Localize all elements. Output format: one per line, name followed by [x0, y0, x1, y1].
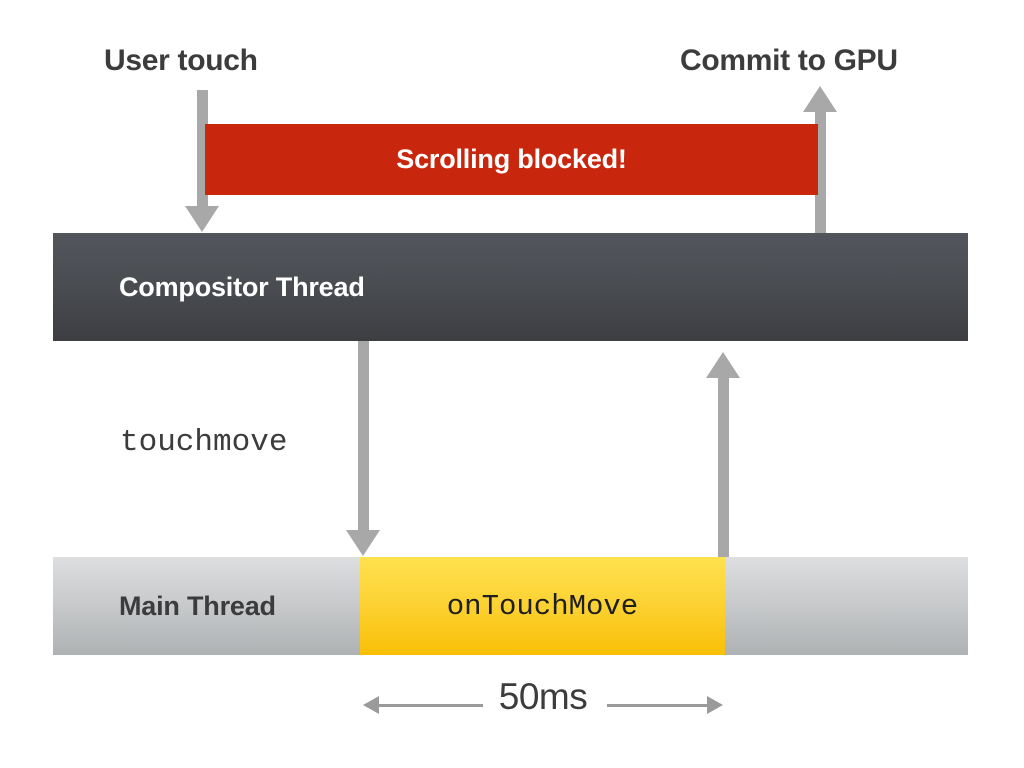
duration-label-wrapper: 50ms [363, 676, 723, 718]
dimension-line-left [377, 704, 483, 707]
user-touch-arrow-shaft [197, 90, 208, 208]
dimension-line-right [607, 704, 709, 707]
arrow-right-icon [707, 696, 723, 714]
ontouchmove-handler-block: onTouchMove [360, 557, 725, 655]
compositor-thread-lane: Compositor Thread [53, 233, 968, 341]
main-thread-lane: Main Thread onTouchMove [53, 557, 968, 655]
scrolling-blocked-bar: Scrolling blocked! [205, 124, 818, 195]
user-touch-label: User touch [104, 44, 258, 77]
duration-label: 50ms [484, 676, 602, 717]
ontouchmove-label: onTouchMove [446, 589, 639, 623]
arrow-down-icon [346, 530, 380, 556]
arrow-up-icon [706, 352, 740, 378]
touchmove-caption: touchmove [120, 425, 288, 460]
arrow-down-icon [185, 206, 219, 232]
duration-dimension: 50ms [363, 676, 723, 738]
scrolling-blocked-label: Scrolling blocked! [396, 144, 627, 174]
touchmove-arrow-shaft [358, 341, 369, 531]
commit-to-gpu-arrow-shaft [815, 110, 826, 233]
arrow-up-icon [803, 86, 837, 112]
handler-return-arrow-shaft [718, 378, 729, 558]
arrow-left-icon [363, 696, 379, 714]
compositor-thread-label: Compositor Thread [119, 271, 365, 302]
commit-to-gpu-label: Commit to GPU [680, 44, 898, 77]
main-thread-label: Main Thread [119, 590, 276, 621]
